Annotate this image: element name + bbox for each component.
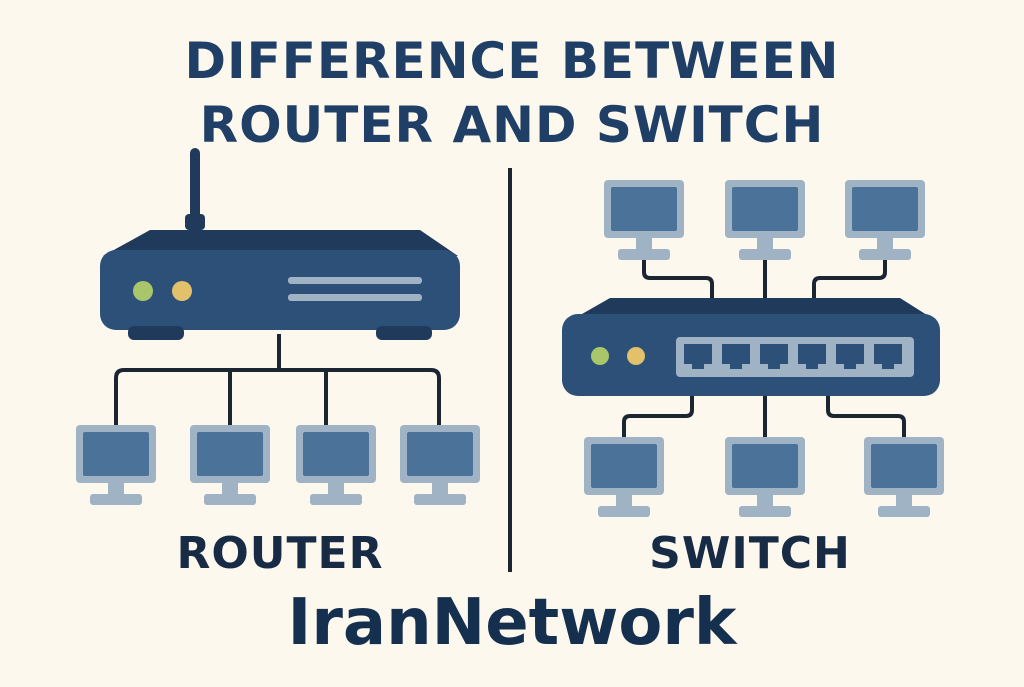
switch-device	[562, 298, 940, 396]
computer-icon	[190, 425, 270, 505]
router-led-yellow	[172, 281, 192, 301]
computer-icon	[845, 180, 925, 260]
computer-icon	[725, 180, 805, 260]
computer-icon	[76, 425, 156, 505]
computer-icon	[604, 180, 684, 260]
router-label: ROUTER	[176, 528, 384, 579]
switch-port-1	[684, 344, 712, 369]
switch-label: SWITCH	[649, 528, 851, 579]
router-cable-bus	[114, 368, 441, 425]
router-vent-2	[288, 294, 422, 301]
router-foot-right	[376, 326, 432, 340]
switch-ports	[684, 344, 902, 369]
brand-name: IranNetwork	[287, 586, 737, 660]
computer-icon	[400, 425, 480, 505]
switch-cable-top-right	[812, 256, 887, 300]
router-top	[103, 230, 458, 256]
switch-cable-bottom-left	[622, 392, 694, 437]
computer-icon	[864, 437, 944, 517]
computer-icon	[725, 437, 805, 517]
switch-port-4	[798, 344, 826, 369]
switch-led-yellow	[627, 347, 645, 365]
router-antenna	[190, 148, 200, 228]
router-foot-left	[128, 326, 184, 340]
switch-led-green	[591, 347, 609, 365]
router-antenna-base	[185, 214, 205, 230]
router-computers	[76, 425, 480, 505]
switch-port-3	[760, 344, 788, 369]
title-line-1: DIFFERENCE BETWEEN	[184, 32, 840, 90]
router-cables	[114, 334, 441, 425]
router-led-green	[133, 281, 153, 301]
computer-icon	[584, 437, 664, 517]
switch-port-6	[874, 344, 902, 369]
switch-cable-bottom-right	[826, 392, 906, 437]
computer-icon	[296, 425, 376, 505]
switch-cables	[622, 256, 906, 437]
switch-port-2	[722, 344, 750, 369]
switch-cable-top-left	[642, 256, 714, 300]
router-device	[100, 148, 460, 340]
switch-port-5	[836, 344, 864, 369]
title-line-2: ROUTER AND SWITCH	[199, 96, 825, 154]
router-vent-1	[288, 277, 422, 284]
router-body	[100, 250, 460, 330]
